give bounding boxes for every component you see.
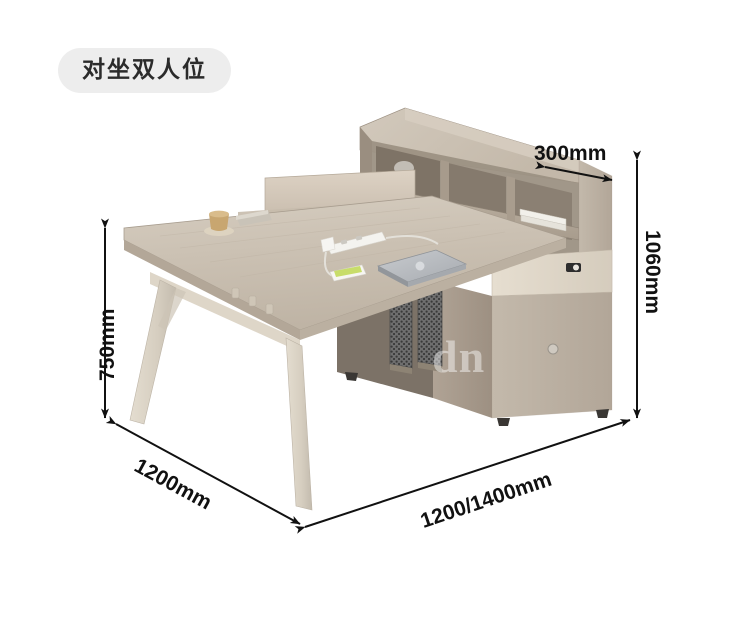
laptop bbox=[376, 249, 468, 287]
overhead-hutch bbox=[359, 107, 613, 293]
cabinet-drawer bbox=[491, 249, 613, 297]
dimension-label-total-height: 1060mm bbox=[641, 230, 664, 315]
desk-leg-right bbox=[285, 337, 313, 511]
desktop-surface bbox=[123, 195, 568, 340]
watermark-text: dn bbox=[432, 331, 486, 382]
dimension-label-desk-depth: 1200mm bbox=[130, 454, 216, 515]
dimension-label-desk-width: 1200/1400mm bbox=[417, 467, 555, 533]
privacy-panel bbox=[238, 169, 416, 268]
power-strip bbox=[320, 231, 439, 277]
books-stack bbox=[519, 208, 567, 232]
coffee-cup bbox=[204, 210, 234, 236]
dimension-label-desk-height: 750mm bbox=[96, 308, 119, 381]
cabinet-knob bbox=[547, 343, 559, 355]
desk-leg-left bbox=[129, 279, 177, 425]
product-title-badge: 对坐双人位 bbox=[58, 48, 231, 93]
cabinet-lock bbox=[566, 263, 581, 272]
books-color bbox=[388, 196, 412, 250]
dimension-line-300mm bbox=[534, 161, 613, 183]
dimension-label-depth-hutch: 300mm bbox=[534, 142, 607, 165]
desk-accessories bbox=[204, 210, 468, 287]
under-desk-area bbox=[337, 281, 443, 398]
phone bbox=[329, 264, 367, 282]
